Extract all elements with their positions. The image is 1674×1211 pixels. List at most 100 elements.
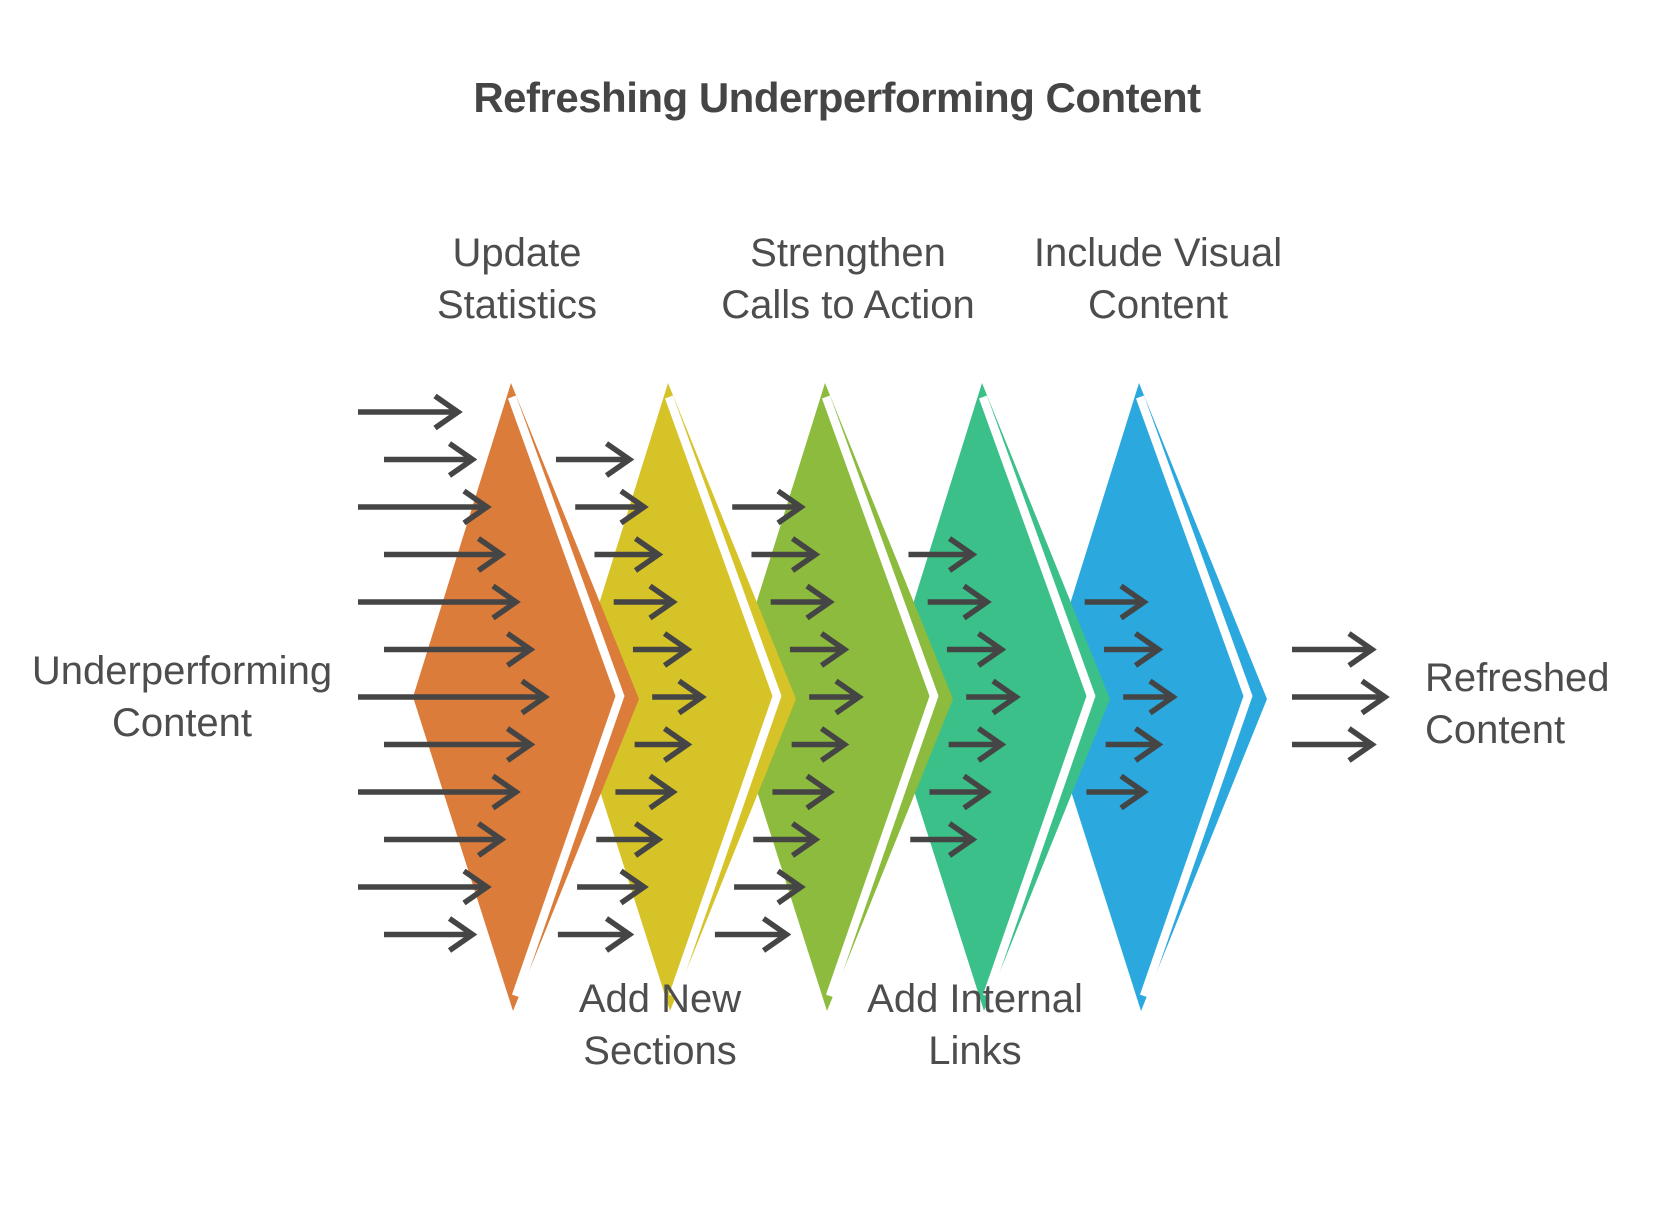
flow-arrow-col0-row9-part [476, 821, 507, 858]
stage-label-include-visual-content: Include Visual Content [1033, 231, 1283, 327]
flow-arrow-col0-row7-part [505, 726, 536, 763]
flow-arrow-col3-row7 [948, 726, 1007, 763]
flow-arrow-col4-row7-part [1133, 726, 1164, 763]
flow-arrow-col0-row3 [384, 536, 507, 573]
flow-arrow-col5-row5 [1292, 631, 1377, 668]
flow-arrow-col0-row7 [384, 726, 536, 763]
flow-arrow-col2-row6-part [834, 678, 864, 716]
flow-arrow-col4-row7 [1105, 726, 1164, 763]
flow-arrow-col1-row10-part [619, 868, 649, 906]
flow-arrow-col1-row6-part [677, 678, 707, 716]
stage-diamond-stripe-1 [665, 395, 782, 998]
stage-diamond-stripe-2 [822, 395, 939, 998]
flow-arrow-col0-row5-part [505, 631, 536, 668]
flow-arrow-col0-row11-part [447, 916, 478, 953]
flow-arrow-col0-row4 [358, 583, 521, 621]
flow-arrow-col2-row5-part [819, 631, 850, 668]
flow-arrow-col2-row11 [714, 916, 792, 953]
flow-arrow-col2-row7-part [819, 726, 850, 763]
flow-arrow-col0-row5 [384, 631, 536, 668]
flow-arrow-col4-row5-part [1133, 631, 1164, 668]
flow-arrow-col0-row1 [384, 441, 478, 478]
flow-arrow-col2-row3 [751, 536, 821, 573]
flow-arrow-col5-row5-part [1347, 631, 1377, 668]
stage-diamond-stripe-4 [1136, 395, 1253, 998]
flow-arrow-col1-row4 [613, 583, 678, 621]
flow-arrow-col3-row4-part [962, 583, 992, 621]
flow-arrow-col0-row4-part [491, 583, 521, 621]
stage-diamond-stripe-3 [979, 395, 1096, 998]
flow-arrow-col5-row7-part [1347, 726, 1377, 763]
flow-arrow-col4-row6 [1123, 678, 1178, 716]
flow-arrow-col2-row2 [732, 488, 806, 526]
flow-arrow-col0-row6 [358, 678, 550, 716]
flow-arrow-col3-row9-part [947, 821, 978, 858]
flow-arrow-col3-row3 [908, 536, 978, 573]
flow-arrow-col0-row0-part [433, 393, 463, 431]
flow-arrow-col2-row7 [791, 726, 850, 763]
flow-arrow-col4-row4 [1084, 583, 1149, 621]
flow-arrow-col2-row10 [734, 868, 806, 906]
flow-arrow-col1-row1 [555, 441, 635, 478]
output-label-refreshed-content: Refreshed Content [1425, 656, 1610, 752]
flow-arrow-col0-row2-part [462, 488, 492, 526]
flow-arrow-col2-row5 [789, 631, 850, 668]
flow-arrow-col4-row5 [1103, 631, 1164, 668]
flow-arrow-col1-row9 [596, 821, 664, 858]
flow-arrow-col3-row6-part [991, 678, 1021, 716]
flow-arrow-col2-row6 [809, 678, 864, 716]
flow-arrow-col1-row8-part [648, 773, 678, 811]
flow-arrow-col0-row10 [358, 868, 492, 906]
flow-arrow-col2-row3-part [790, 536, 821, 573]
flow-arrow-col4-row8 [1086, 773, 1149, 811]
flow-arrow-col1-row10 [577, 868, 649, 906]
flow-arrow-col2-row4-part [805, 583, 835, 621]
flow-arrow-col0-row6-part [520, 678, 550, 716]
flow-arrow-col1-row9-part [633, 821, 664, 858]
flow-arrow-col1-row3-part [633, 536, 664, 573]
flow-arrow-col5-row7 [1292, 726, 1377, 763]
flow-arrow-col4-row4-part [1119, 583, 1149, 621]
flow-arrow-col1-row7 [634, 726, 693, 763]
flow-arrow-col3-row3-part [947, 536, 978, 573]
flow-arrow-col0-row0 [358, 393, 463, 431]
stage-label-update-statistics: Update Statistics [436, 231, 598, 327]
flow-arrow-col3-row5 [946, 631, 1007, 668]
flow-arrow-col2-row8 [772, 773, 835, 811]
flow-arrow-col1-row11-part [604, 916, 635, 953]
flow-arrow-col1-row2 [575, 488, 649, 526]
stage-label-add-new-sections: Add New Sections [578, 977, 742, 1073]
flow-arrow-col5-row6 [1292, 678, 1390, 716]
flow-arrow-col1-row7-part [662, 726, 693, 763]
flow-arrow-col4-row6-part [1148, 678, 1178, 716]
flow-arrow-col1-row11 [557, 916, 635, 953]
flow-arrow-col1-row6 [652, 678, 707, 716]
flow-arrow-col2-row9-part [790, 821, 821, 858]
stage-label-strengthen-calls-to-action: Strengthen Calls to Action [721, 231, 975, 327]
flow-arrow-col1-row2-part [619, 488, 649, 526]
flow-arrow-col0-row11 [384, 916, 478, 953]
stage-label-add-internal-links: Add Internal Links [867, 977, 1083, 1073]
flow-arrow-col3-row8 [929, 773, 992, 811]
flow-arrow-col0-row1-part [447, 441, 478, 478]
input-label-underperforming-content: Underperforming Content [31, 649, 333, 745]
flow-arrow-col3-row9 [910, 821, 978, 858]
flow-arrow-col1-row8 [615, 773, 678, 811]
flow-arrow-col3-row8-part [962, 773, 992, 811]
flow-arrow-col0-row9 [384, 821, 507, 858]
flow-arrow-col4-row8-part [1119, 773, 1149, 811]
flow-arrow-col1-row5 [632, 631, 693, 668]
flow-arrow-col1-row1-part [604, 441, 635, 478]
flow-arrow-col2-row9 [753, 821, 821, 858]
flow-arrow-col3-row7-part [976, 726, 1007, 763]
flow-arrow-col5-row6-part [1360, 678, 1390, 716]
flow-arrow-col2-row10-part [776, 868, 806, 906]
flow-arrow-col1-row5-part [662, 631, 693, 668]
flow-arrow-col0-row8-part [491, 773, 521, 811]
flow-arrow-col1-row3 [594, 536, 664, 573]
flow-arrow-col0-row2 [358, 488, 492, 526]
flow-arrow-col0-row8 [358, 773, 521, 811]
flow-arrow-col2-row11-part [761, 916, 792, 953]
